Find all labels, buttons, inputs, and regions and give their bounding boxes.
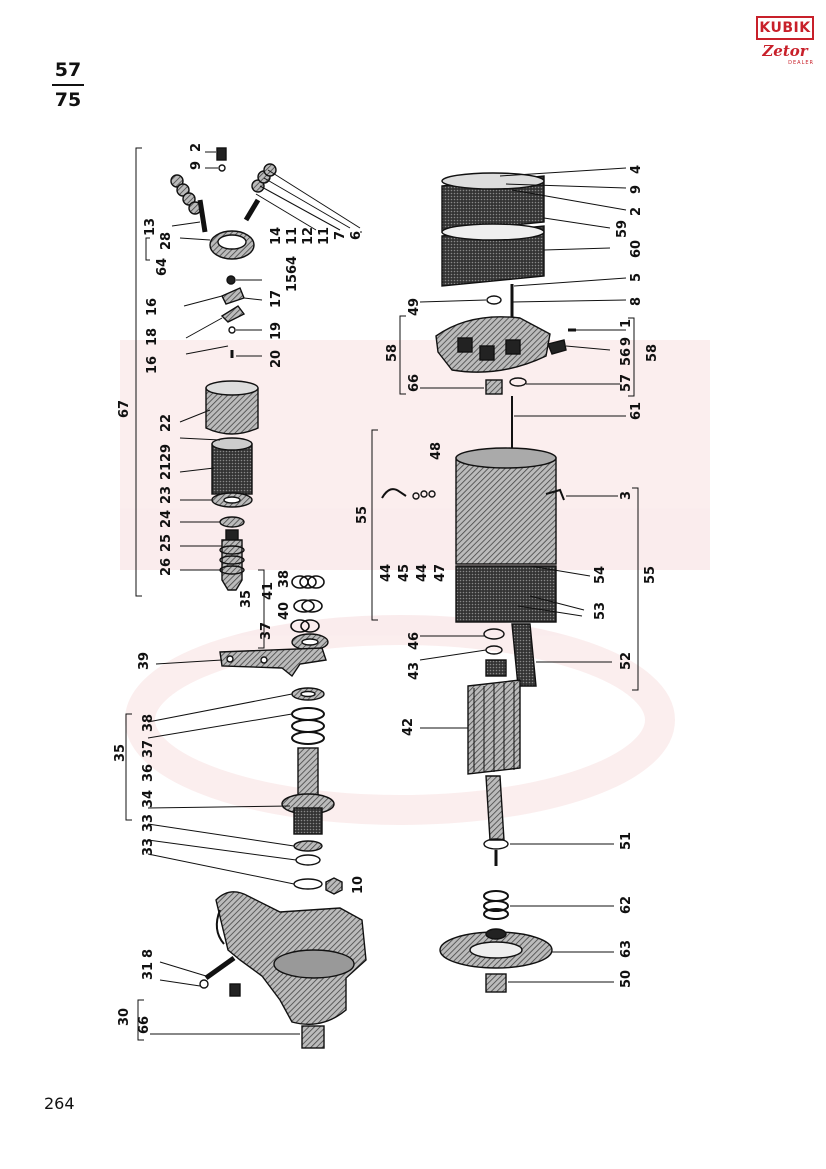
callout: 66 — [407, 374, 422, 392]
callout: 66 — [137, 1016, 152, 1034]
callout: 50 — [619, 970, 634, 988]
callout: 51 — [619, 832, 634, 850]
callout: 67 — [117, 400, 132, 418]
callout: 60 — [629, 240, 644, 258]
callout: 64 — [285, 256, 300, 274]
callout: 57 — [619, 374, 634, 392]
callout: 23 — [159, 486, 174, 504]
callout: 11 — [285, 227, 300, 245]
callout: 39 — [137, 652, 152, 670]
callout: 35 — [239, 590, 254, 608]
page-number: 264 — [44, 1094, 75, 1113]
callout: 33 — [141, 814, 156, 832]
callout: 6 — [349, 231, 364, 240]
callout: 30 — [117, 1008, 132, 1026]
callout: 12 — [301, 227, 316, 245]
callout: 18 — [145, 328, 160, 346]
callout: 28 — [159, 232, 174, 250]
callout: 15 — [285, 274, 300, 292]
callout: 64 — [155, 258, 170, 276]
callout: 1 — [619, 319, 634, 328]
callout: 43 — [407, 662, 422, 680]
callout: 31 — [141, 962, 156, 980]
callout: 58 — [385, 344, 400, 362]
callout: 47 — [433, 564, 448, 582]
callout: 62 — [619, 896, 634, 914]
leader-lines — [125, 147, 639, 1041]
callout: 58 — [645, 344, 660, 362]
callout: 8 — [629, 297, 644, 306]
callout: 37 — [141, 740, 156, 758]
callout: 10 — [351, 876, 366, 894]
callout: 16 — [145, 298, 160, 316]
callout: 54 — [593, 566, 608, 584]
callout: 38 — [141, 714, 156, 732]
callout: 5 — [629, 273, 644, 282]
callout: 33 — [141, 838, 156, 856]
callout-labels: 2 9 13 28 64 14 11 12 11 7 6 64 15 16 17… — [113, 143, 660, 1034]
callout: 63 — [619, 940, 634, 958]
callout: 13 — [143, 218, 158, 236]
callout: 4 — [629, 165, 644, 174]
callout: 20 — [269, 350, 284, 368]
callout: 52 — [619, 652, 634, 670]
callout: 44 — [379, 564, 394, 582]
callout: 37 — [259, 622, 274, 640]
callout: 41 — [261, 582, 276, 600]
callout: 9 — [189, 161, 204, 170]
callout: 44 — [415, 564, 430, 582]
callout: 22 — [159, 414, 174, 432]
callout: 56 — [619, 348, 634, 366]
callout: 26 — [159, 558, 174, 576]
callout: 55 — [643, 566, 658, 584]
callout: 7 — [333, 231, 348, 240]
callout: 14 — [269, 227, 284, 245]
callout: 2 — [629, 207, 644, 216]
callout: 38 — [277, 570, 292, 588]
fraction-bar — [52, 84, 84, 86]
callout: 42 — [401, 718, 416, 736]
callout: 35 — [113, 744, 128, 762]
callout: 46 — [407, 632, 422, 650]
logo-tag: DEALER — [788, 60, 814, 66]
callout: 25 — [159, 534, 174, 552]
callout: 53 — [593, 602, 608, 620]
logo-sub: Zetor — [762, 42, 808, 60]
logo-brand: KUBIK — [756, 16, 814, 40]
callout: 8 — [141, 949, 156, 958]
callout: 59 — [615, 220, 630, 238]
right-assembly — [381, 172, 576, 993]
callout: 48 — [429, 442, 444, 460]
callout: 9 — [619, 337, 634, 346]
callout: 61 — [629, 402, 644, 420]
callout: 24 — [159, 510, 174, 528]
callout: 21 — [159, 462, 174, 480]
left-assembly — [170, 147, 367, 1049]
callout: 3 — [619, 491, 634, 500]
callout: 16 — [145, 356, 160, 374]
callout: 36 — [141, 764, 156, 782]
callout: 49 — [407, 298, 422, 316]
callout: 17 — [269, 290, 284, 308]
callout: 9 — [629, 185, 644, 194]
kubik-zetor-logo: KUBIK Zetor DEALER — [756, 16, 814, 66]
callout: 2 — [189, 143, 204, 152]
callout: 40 — [277, 602, 292, 620]
callout: 55 — [355, 506, 370, 524]
callout: 34 — [141, 790, 156, 808]
callout: 29 — [159, 444, 174, 462]
section-fraction: 57 75 — [52, 58, 84, 112]
fraction-bottom: 75 — [54, 89, 82, 111]
callout: 11 — [317, 227, 332, 245]
fraction-top: 57 — [54, 59, 82, 81]
callout: 45 — [397, 564, 412, 582]
callout: 19 — [269, 322, 284, 340]
